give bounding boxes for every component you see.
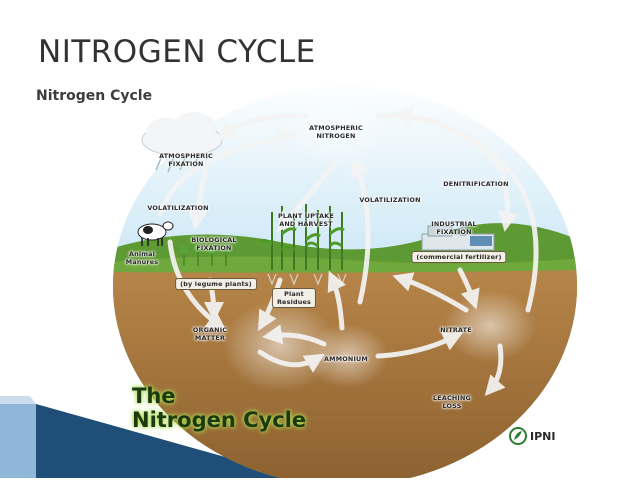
arrow-volatilization-right [350,156,371,305]
diagram-title-line2: Nitrogen Cycle [132,408,307,432]
arrow-residue-to-organic [258,277,283,331]
label-commercial-fertilizer: (commercial fertilizer) [411,251,507,263]
legume-plants-icon [180,244,230,266]
cycle-arrows [157,105,539,397]
diagram-subtitle: Nitrogen Cycle [36,88,153,104]
diagram-title-line1: The [132,384,176,408]
arrow-fixation-down [187,163,209,230]
diagram-title: The Nitrogen Cycle [132,384,306,432]
cow-icon [137,221,174,246]
nitrogen-glow [284,98,388,166]
arrow-to-leaching [484,343,506,397]
arrow-organic-to-ammonium [257,349,325,373]
arrow-fertilizer-to-nitrate [457,267,480,310]
ammonium-glow [305,324,389,388]
arrow-to-plants [276,159,339,233]
label-ammonium: AMMONIUM [324,355,368,363]
label-volatilization-left: VOLATILIZATION [147,204,209,212]
label-volatilization-right: VOLATILIZATION [359,196,421,204]
arrow-to-atmospheric-fixation [215,113,309,141]
grass-strip [113,256,577,273]
corn-plants-icon [258,204,347,286]
label-nitrate: NITRATE [440,326,472,334]
arrow-ammonium-up [327,270,347,331]
ipni-logo: IPNI [508,426,555,446]
ipni-logo-text: IPNI [530,429,556,443]
arrow-ammonium-to-nitrate [375,332,464,359]
arrow-nitrate-to-plants [392,272,469,313]
factory-icon [421,222,495,251]
arrow-denitrification [392,105,539,313]
arrow-volatilization-left [157,128,298,217]
label-by-legume-plants: (by legume plants) [175,278,257,290]
ipni-leaf-icon [509,427,527,445]
arrow-ammonium-to-organic [262,324,327,347]
label-denitrification: DENITRIFICATION [443,180,509,188]
slide-title: NITROGEN CYCLE [38,34,316,70]
